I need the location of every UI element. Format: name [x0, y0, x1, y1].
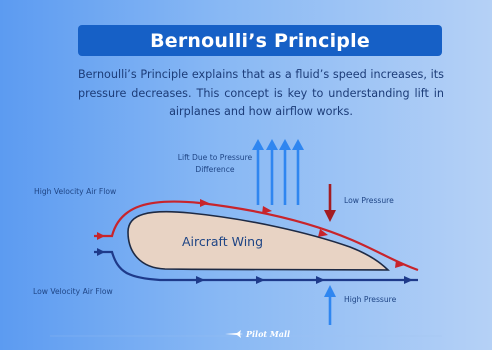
low-pressure-label: Low Pressure: [344, 196, 394, 205]
upper-flow-arrow: [97, 232, 105, 240]
low-velocity-label: Low Velocity Air Flow: [33, 287, 113, 296]
lift-arrows-icon: [252, 139, 304, 205]
upper-flow-arrow: [318, 229, 328, 237]
wing-label: Aircraft Wing: [182, 234, 264, 249]
lower-airflow-line: [94, 250, 418, 282]
lift-label: Lift Due to Pressure Difference: [177, 153, 253, 174]
lower-flow-arrow: [97, 248, 105, 256]
lower-flow-arrow: [404, 276, 413, 284]
high-velocity-label: High Velocity Air Flow: [34, 187, 117, 196]
aircraft-wing-shape: [127, 210, 390, 271]
upper-flow-arrow: [200, 199, 209, 207]
upper-flow-arrow: [395, 260, 405, 268]
lower-flow-arrow: [316, 276, 325, 284]
high-pressure-label: High Pressure: [344, 295, 397, 304]
low-pressure-arrow-icon: [324, 184, 336, 222]
page-title: Bernoulli’s Principle: [150, 29, 370, 52]
upper-flow-arrow: [262, 206, 272, 214]
lower-flow-arrow: [196, 276, 205, 284]
logo-text: Pilot Mall: [246, 329, 291, 339]
upper-airflow-line: [94, 200, 419, 272]
logo-plane-icon: [225, 330, 243, 338]
lower-flow-arrow: [256, 276, 265, 284]
brand-logo: Pilot Mall: [225, 329, 290, 339]
title-banner: Bernoulli’s Principle: [78, 25, 442, 56]
high-pressure-arrow-icon: [324, 285, 336, 325]
description-text: Bernoulli’s Principle explains that as a…: [78, 68, 444, 118]
